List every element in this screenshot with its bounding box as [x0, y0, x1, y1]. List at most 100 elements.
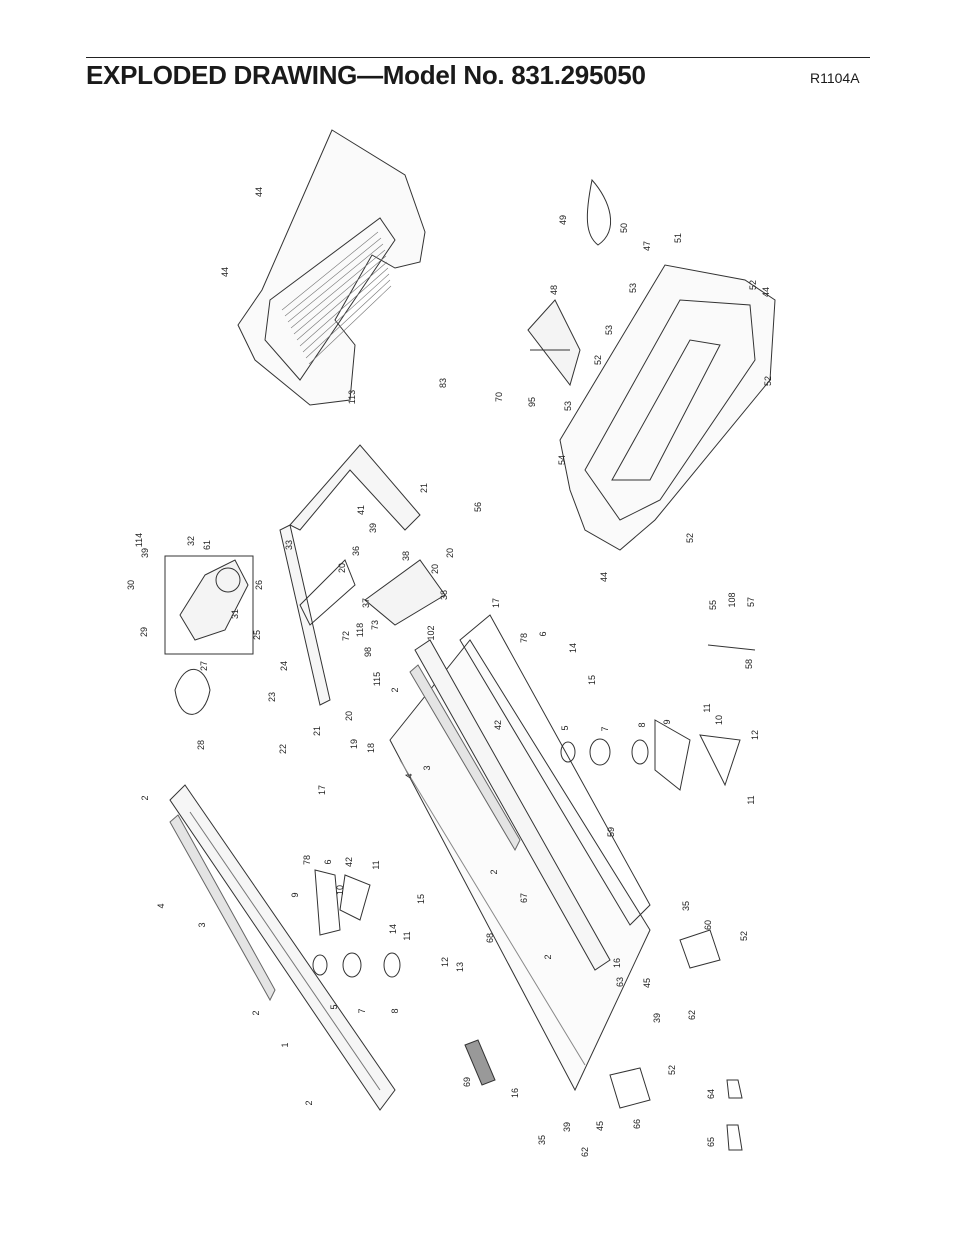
part-callout: 73 — [370, 620, 380, 630]
part-callout: 53 — [604, 325, 614, 335]
part-callout: 3 — [197, 922, 207, 927]
part-callout: 11 — [402, 931, 412, 940]
front-roller-part — [312, 738, 649, 978]
part-callout: 20 — [445, 548, 455, 558]
part-callout: 7 — [600, 726, 610, 731]
part-callout: 41 — [356, 505, 366, 515]
part-callout: 53 — [563, 401, 573, 411]
part-callout: 52 — [739, 931, 749, 941]
part-callout: 3 — [422, 765, 432, 770]
controller-board-part — [527, 299, 581, 387]
header-rule — [86, 57, 870, 58]
part-callout: 30 — [126, 580, 136, 590]
part-callout: 13 — [455, 962, 465, 972]
part-callout: 2 — [140, 795, 150, 800]
part-callout: 45 — [595, 1121, 605, 1131]
rear-foot-part — [609, 929, 743, 1151]
part-callout: 4 — [156, 903, 166, 908]
part-callout: 67 — [519, 893, 529, 903]
part-callout: 17 — [491, 598, 501, 608]
part-callout: 95 — [527, 397, 537, 407]
part-callout: 10 — [714, 715, 724, 725]
part-callout: 35 — [537, 1135, 547, 1145]
part-callout: 70 — [494, 392, 504, 402]
part-callout: 2 — [251, 1010, 261, 1015]
part-callout: 21 — [312, 726, 322, 736]
part-callout: 113 — [347, 390, 357, 404]
part-callout: 52 — [763, 376, 773, 386]
safety-key-part — [707, 644, 756, 651]
part-callout: 29 — [139, 627, 149, 637]
part-callout: 52 — [748, 280, 758, 290]
upright-frame-part — [279, 444, 446, 706]
part-callout: 47 — [642, 241, 652, 251]
part-callout: 2 — [390, 687, 400, 692]
part-callout: 52 — [593, 355, 603, 365]
part-callout: 8 — [390, 1008, 400, 1013]
part-callout: 68 — [485, 933, 495, 943]
part-callout: 53 — [628, 283, 638, 293]
right-rail-part — [409, 614, 651, 971]
part-callout: 19 — [349, 739, 359, 749]
part-callout: 115 — [372, 672, 382, 686]
part-callout: 31 — [230, 609, 240, 619]
part-callout: 62 — [687, 1010, 697, 1020]
decal-part — [464, 1039, 496, 1086]
part-callout: 69 — [462, 1077, 472, 1087]
part-callout: 2 — [304, 1100, 314, 1105]
part-callout: 56 — [473, 502, 483, 512]
part-callout: 42 — [344, 857, 354, 867]
part-callout: 42 — [493, 720, 503, 730]
part-callout: 83 — [438, 378, 448, 388]
console-part — [237, 129, 426, 406]
part-callout: 49 — [558, 215, 568, 225]
part-callout: 54 — [557, 455, 567, 465]
part-callout: 33 — [284, 540, 294, 550]
part-callout: 20 — [337, 563, 347, 573]
part-callout: 35 — [681, 901, 691, 911]
part-callout: 5 — [560, 725, 570, 730]
part-callout: 58 — [744, 659, 754, 669]
part-callout: 18 — [366, 743, 376, 753]
part-callout: 52 — [685, 533, 695, 543]
part-callout: 2 — [543, 954, 553, 959]
part-callout: 16 — [510, 1088, 520, 1098]
part-callout: 39 — [652, 1013, 662, 1023]
part-callout: 25 — [252, 630, 262, 640]
part-callout: 22 — [278, 744, 288, 754]
part-callout: 55 — [708, 600, 718, 610]
part-callout: 11 — [371, 860, 381, 869]
part-callout: 20 — [430, 564, 440, 574]
part-callout: 12 — [440, 957, 450, 967]
part-callout: 102 — [426, 625, 436, 640]
part-callout: 27 — [199, 661, 209, 671]
part-callout: 24 — [279, 661, 289, 671]
left-rail-part — [169, 784, 396, 1111]
part-callout: 39 — [562, 1122, 572, 1132]
part-callout: 6 — [323, 859, 333, 864]
motor-detail-part — [164, 555, 254, 715]
part-callout: 57 — [746, 597, 756, 607]
part-callout: 16 — [612, 958, 622, 968]
part-callout: 11 — [702, 703, 712, 712]
page-title: EXPLODED DRAWING—Model No. 831.295050 — [86, 60, 646, 90]
part-callout: 50 — [619, 223, 629, 233]
part-callout: 6 — [538, 631, 548, 636]
part-callout: 14 — [568, 643, 578, 653]
part-callout: 61 — [202, 540, 212, 550]
pulley-bracket-part — [314, 719, 741, 936]
part-callout: 26 — [254, 580, 264, 590]
part-callout: 44 — [599, 572, 609, 582]
part-callout: 118 — [355, 623, 365, 637]
drawing-code: R1104A — [810, 70, 860, 86]
part-callout: 39 — [140, 548, 150, 558]
part-callout: 37 — [361, 598, 371, 608]
part-callout: 21 — [419, 483, 429, 493]
part-callout: 39 — [368, 523, 378, 533]
part-callout: 7 — [357, 1008, 367, 1013]
part-callout: 66 — [632, 1119, 642, 1129]
part-callout: 23 — [267, 692, 277, 702]
part-callout: 28 — [196, 740, 206, 750]
part-callout: 44 — [254, 187, 264, 197]
